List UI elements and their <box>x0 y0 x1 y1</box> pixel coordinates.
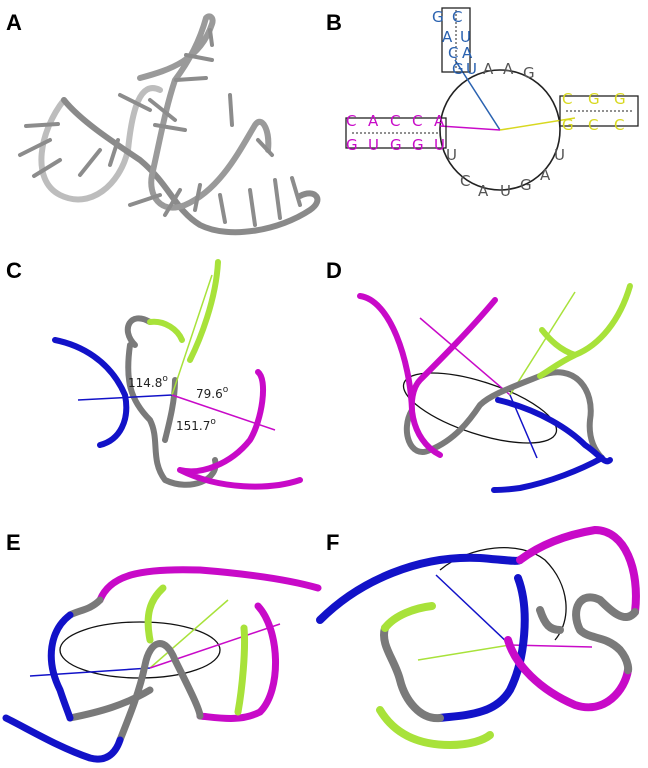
panel-a: A <box>6 10 321 236</box>
panel-a-label: A <box>6 10 22 35</box>
panel-c-label: C <box>6 258 22 283</box>
angle-label-2: 79.6o <box>196 385 229 401</box>
panel-c: C 114.8o 79.6o 151.7o <box>6 258 303 490</box>
c-blue-strand <box>52 337 130 448</box>
loop-nt-7: U <box>500 182 511 200</box>
blue-nt-1: G <box>432 8 444 26</box>
mag-top-1: C <box>346 112 356 130</box>
trna-3d-structure <box>18 13 321 236</box>
f-gray-strand <box>380 593 639 723</box>
d-magenta-strand <box>357 293 498 458</box>
d-lime-strand <box>537 283 633 379</box>
loop-nt-3: G <box>523 64 535 82</box>
panel-d-label: D <box>326 258 342 283</box>
c-magenta-axis <box>171 394 276 431</box>
trna-bases <box>18 28 302 227</box>
panel-d: D <box>326 258 633 493</box>
mag-bot-1: G <box>346 136 358 154</box>
yellow-helix-axis <box>499 117 576 131</box>
e-lime-strand <box>144 584 249 716</box>
f-magenta-strand <box>504 526 640 712</box>
c-magenta-strand <box>177 369 303 490</box>
f-blue-axis <box>435 574 511 646</box>
c-lime-strand <box>147 259 221 363</box>
yel-top-3: G <box>614 90 626 108</box>
panel-b-label: B <box>326 10 342 35</box>
three-way-junction-diagram: G C A U C A G U A A G U A G U A C U <box>345 7 639 200</box>
loop-nt-8: A <box>478 182 489 200</box>
c-lime-axis <box>171 274 213 396</box>
e-loop-ellipse <box>59 621 221 679</box>
yellow-stem: C G G G C C <box>559 90 639 134</box>
angle-label-3: 151.7o <box>176 417 216 433</box>
f-lime-strand <box>376 602 494 749</box>
yel-top-1: C <box>562 90 572 108</box>
d-blue-strand <box>491 397 613 493</box>
loop-nucleotides: A A G U A G U A C U <box>446 60 565 200</box>
e-gray-strand <box>66 596 204 744</box>
junction-loop-circle <box>439 69 561 191</box>
e-blue-axis <box>29 667 151 677</box>
blue-nt-2: C <box>452 8 462 26</box>
loop-nt-2: A <box>503 60 514 78</box>
e-blue-strand <box>2 611 124 763</box>
panel-e-label: E <box>6 530 21 555</box>
yel-bot-1: G <box>562 116 574 134</box>
d-loop-ellipse <box>402 372 558 444</box>
junction-view-d <box>357 283 633 493</box>
trna-backbone-front <box>61 97 321 236</box>
loop-nt-6: G <box>520 176 532 194</box>
f-blue-strand <box>316 553 529 722</box>
blue-nt-6: A <box>462 44 473 62</box>
c-gray-strand <box>124 315 219 488</box>
loop-nt-10: U <box>446 146 457 164</box>
blue-nt-5: C <box>448 44 458 62</box>
loop-nt-4: U <box>554 146 565 164</box>
magenta-stem: C A C C A G U G G U <box>345 112 447 154</box>
mag-bot-4: G <box>412 136 424 154</box>
yel-bot-2: C <box>588 116 598 134</box>
mag-bot-2: U <box>368 136 379 154</box>
mag-top-4: C <box>412 112 422 130</box>
panel-f: F <box>316 526 640 749</box>
junction-angles-view: 114.8o 79.6o 151.7o <box>52 259 303 490</box>
blue-nt-8: U <box>466 60 477 78</box>
mag-top-5: A <box>434 112 445 130</box>
panel-e: E <box>2 530 322 763</box>
mag-top-2: A <box>368 112 379 130</box>
blue-nt-7: G <box>452 60 464 78</box>
mag-top-3: C <box>390 112 400 130</box>
e-lime-axis <box>149 599 229 669</box>
loop-nt-1: A <box>483 60 494 78</box>
junction-view-e <box>2 566 322 763</box>
f-lime-axis <box>417 644 511 661</box>
loop-nt-9: C <box>460 172 470 190</box>
d-lime-axis <box>509 291 576 396</box>
blue-stem: G C A U C A G U <box>432 7 477 78</box>
yel-top-2: G <box>588 90 600 108</box>
blue-nt-3: A <box>442 28 453 46</box>
blue-nt-4: U <box>460 28 471 46</box>
panel-f-label: F <box>326 530 339 555</box>
e-magenta-strand <box>96 566 322 722</box>
mag-bot-3: G <box>390 136 402 154</box>
d-magenta-axis <box>419 317 511 396</box>
junction-view-f <box>316 526 640 749</box>
angle-label-1: 114.8o <box>128 374 168 390</box>
magenta-helix-axis <box>439 125 501 131</box>
mag-bot-5: U <box>434 136 445 154</box>
panel-b: B G C A U C A G U A <box>326 7 639 200</box>
loop-nt-5: A <box>540 166 551 184</box>
yel-bot-3: C <box>614 116 624 134</box>
d-gray-strand <box>403 369 605 461</box>
c-blue-axis <box>77 394 173 401</box>
